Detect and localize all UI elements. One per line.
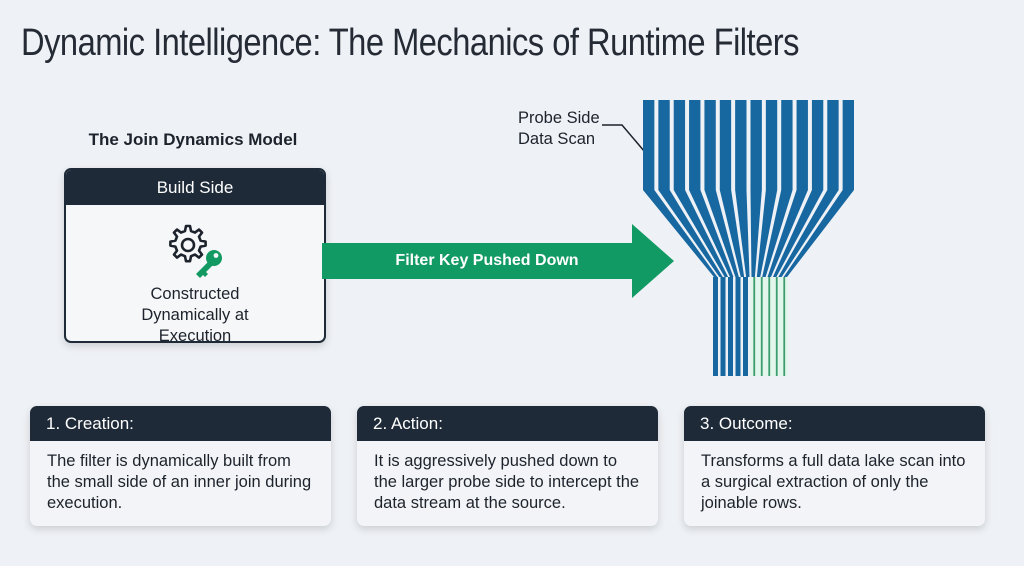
output-stream-filtered: [768, 277, 771, 376]
output-stream-kept: [743, 277, 748, 376]
scan-stream: [673, 100, 729, 277]
output-stream-kept: [720, 277, 726, 376]
scan-stream: [735, 100, 750, 277]
scan-stream: [783, 100, 854, 277]
output-stream-filtered: [775, 277, 778, 376]
card-header: 2. Action:: [357, 406, 658, 441]
probe-side-funnel: [643, 100, 854, 376]
card-body: Transforms a full data lake scan into a …: [701, 452, 966, 512]
output-stream-filtered: [783, 277, 786, 376]
scan-stream: [689, 100, 734, 277]
output-stream-kept: [713, 277, 718, 376]
card-header: 1. Creation:: [30, 406, 331, 441]
probe-label-line1: Probe Side: [518, 109, 600, 127]
build-side-box: Build Side Constructed Dynamically at Ex…: [64, 168, 326, 343]
key-icon: [196, 250, 222, 278]
scan-stream: [767, 100, 808, 277]
scan-stream: [643, 100, 718, 277]
scan-stream: [750, 100, 762, 277]
arrow-label: Filter Key Pushed Down: [395, 252, 579, 269]
probe-side-label: Probe Side Data Scan: [518, 108, 600, 150]
scan-stream: [719, 100, 745, 277]
gear-icon: [169, 224, 207, 263]
scan-stream: [658, 100, 723, 277]
scan-stream: [762, 100, 793, 277]
output-stream-filtered: [760, 277, 763, 376]
output-stream-kept: [735, 277, 741, 376]
card-action: 2. Action: It is aggressively pushed dow…: [357, 406, 658, 526]
build-side-header: Build Side: [66, 170, 324, 205]
filter-push-arrow: [322, 224, 674, 298]
scan-stream: [704, 100, 739, 277]
model-title: The Join Dynamics Model: [88, 130, 298, 149]
output-stream-filtered: [753, 277, 756, 376]
page-title: Dynamic Intelligence: The Mechanics of R…: [21, 22, 799, 64]
card-body: The filter is dynamically built from the…: [47, 452, 312, 512]
output-stream-kept: [728, 277, 733, 376]
card-creation: 1. Creation: The filter is dynamically b…: [30, 406, 331, 526]
gear-key-icon: [169, 224, 222, 278]
card-outcome: 3. Outcome: Transforms a full data lake …: [684, 406, 985, 526]
probe-label-line2: Data Scan: [518, 130, 596, 148]
scan-stream: [756, 100, 778, 277]
build-side-text: Constructed Dynamically at Execution: [141, 285, 249, 343]
card-header: 3. Outcome:: [684, 406, 985, 441]
card-body: It is aggressively pushed down to the la…: [374, 452, 640, 512]
probe-label-leader-line: [602, 124, 651, 159]
scan-stream: [778, 100, 839, 277]
scan-stream: [772, 100, 824, 277]
arrow-shape: [322, 224, 674, 298]
